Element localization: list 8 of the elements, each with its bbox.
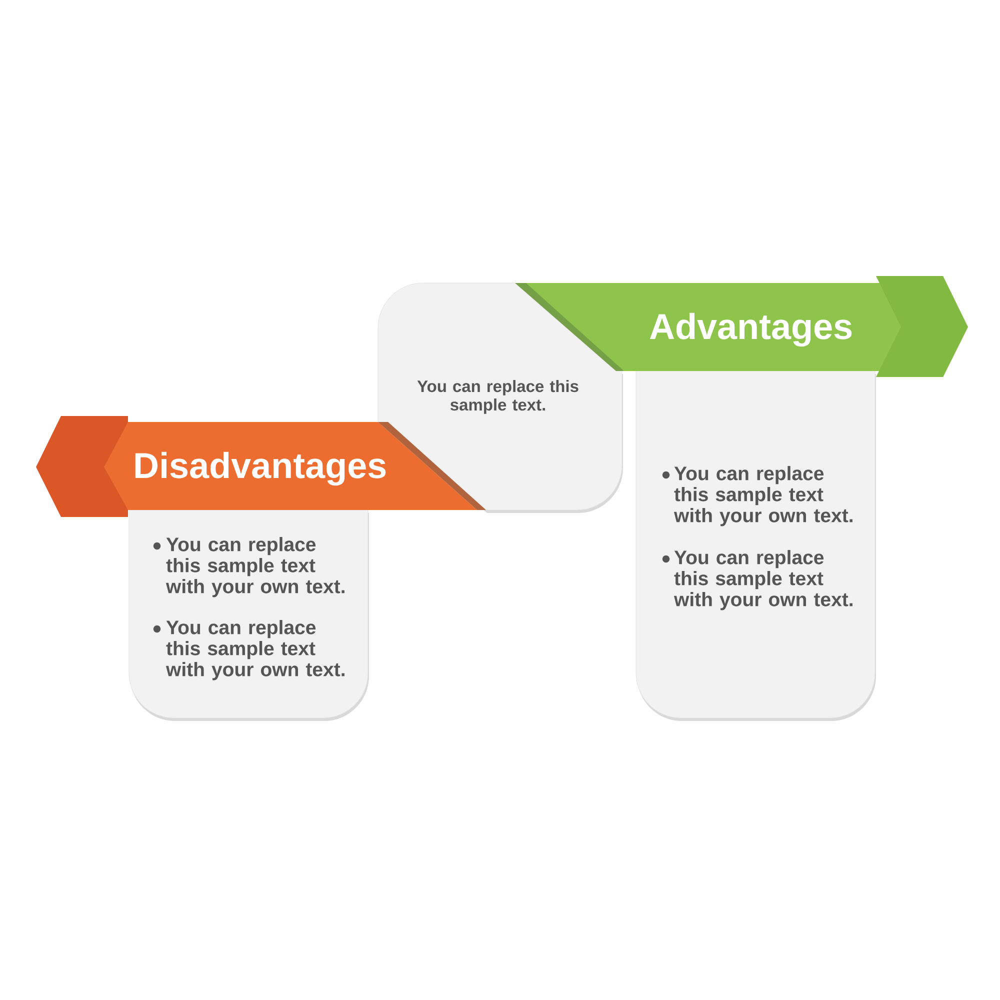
bullet-text: You can replace this sample text with your own text. <box>674 550 852 610</box>
ribbon-banner: Disadvantages <box>36 416 486 517</box>
bullet-text: You can replace this sample text with your own text. <box>166 620 344 680</box>
ribbon-banner: Advantages <box>515 276 968 377</box>
bullet-text: You can replace this sample text with your own text. <box>674 466 852 526</box>
text-card <box>128 510 369 721</box>
text-card <box>636 370 876 721</box>
bullet-text: You can replace this sample text with your own text. <box>166 537 344 598</box>
